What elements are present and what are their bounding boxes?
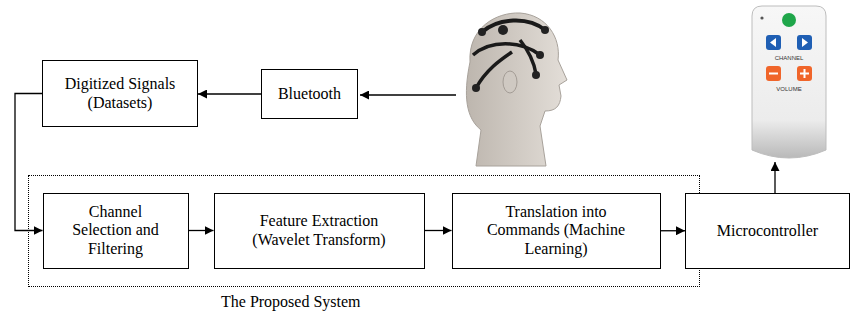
- bluetooth-box: Bluetooth: [261, 69, 358, 119]
- box-label: Microcontroller: [717, 222, 818, 240]
- box-label: Feature Extraction (Wavelet Transform): [232, 212, 407, 249]
- microcontroller-box: Microcontroller: [685, 193, 850, 269]
- box-label: Bluetooth: [278, 85, 341, 103]
- flow-arrow: [198, 93, 261, 94]
- system-boundary: Channel Selection and Filtering Feature E…: [28, 175, 700, 287]
- process-box: Channel Selection and Filtering: [43, 193, 189, 269]
- box-label: Translation into Commands (Machine Learn…: [484, 203, 629, 258]
- remote-button-label: CHANNEL: [775, 55, 804, 61]
- remote-control-illustration: [752, 6, 826, 158]
- flow-arrow: [189, 230, 214, 231]
- remote-button-label: VOLUME: [776, 86, 801, 92]
- system-title: The Proposed System: [221, 293, 361, 311]
- box-label: Digitized Signals (Datasets): [50, 75, 190, 112]
- control-arrow: [774, 162, 775, 193]
- eeg-head-illustration: [466, 13, 567, 166]
- box-label: Channel Selection and Filtering: [66, 203, 166, 258]
- signal-arrow: [360, 94, 456, 95]
- process-box: Translation into Commands (Machine Learn…: [452, 193, 661, 269]
- flow-arrow: [425, 230, 452, 231]
- flow-arrow: [661, 230, 686, 231]
- process-box: Feature Extraction (Wavelet Transform): [214, 193, 425, 269]
- data-box: Digitized Signals (Datasets): [42, 60, 198, 127]
